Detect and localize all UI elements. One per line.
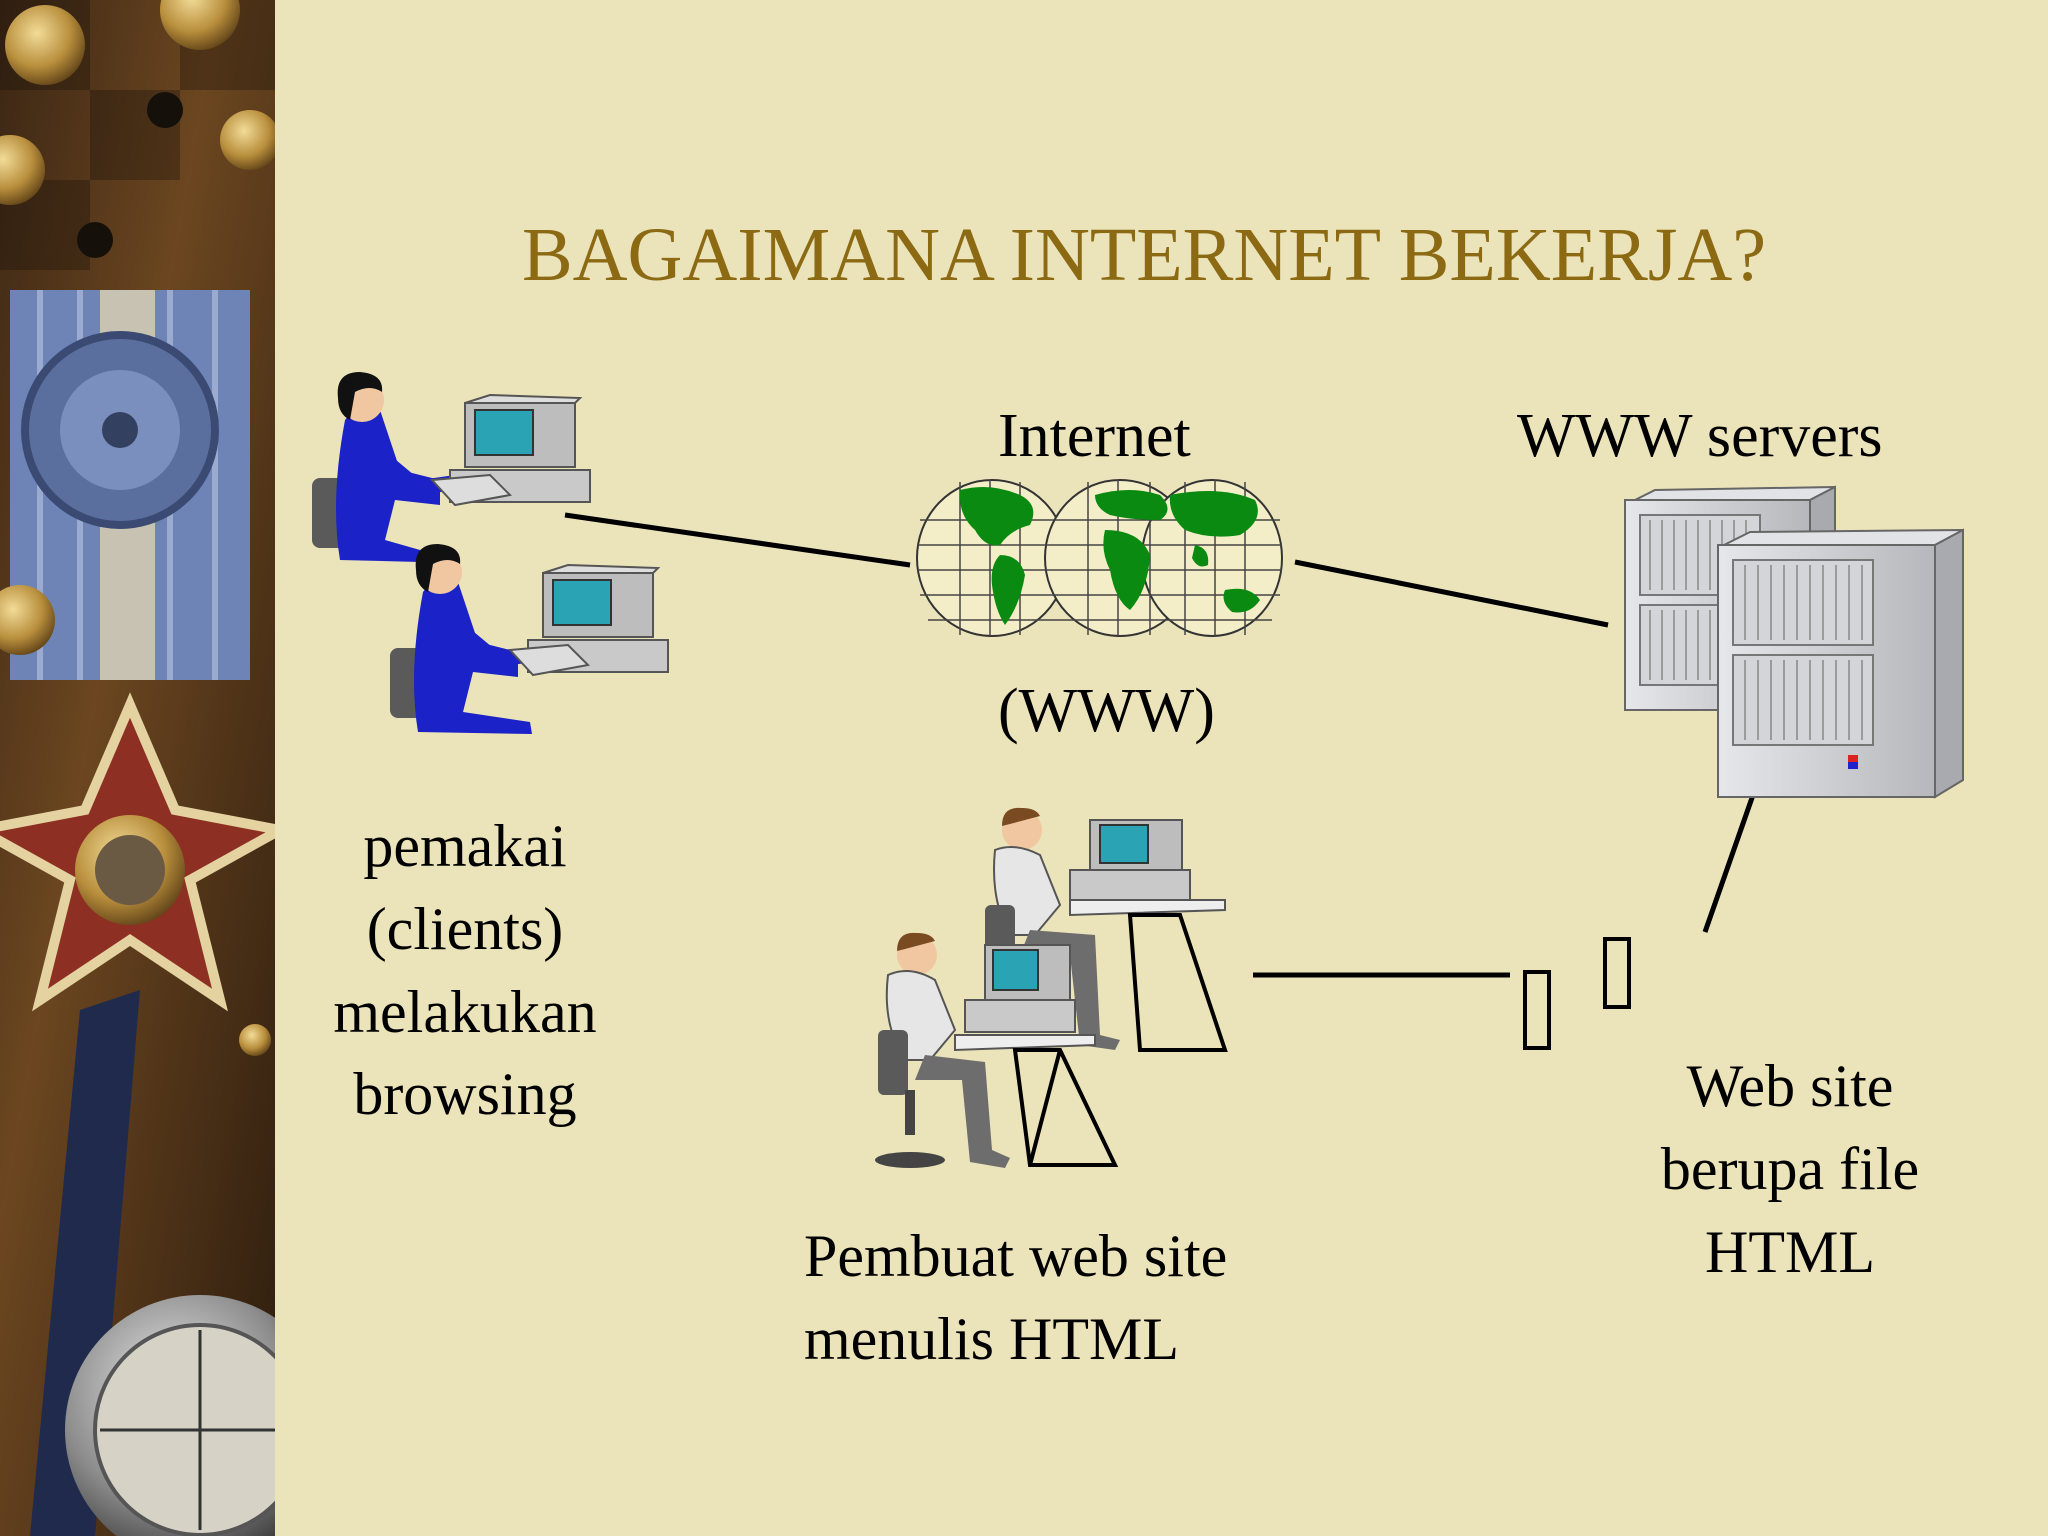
website-label: Web site berupa file HTML [1620,1045,1960,1293]
connector-clients-internet [564,512,911,568]
clients-label-line: browsing [353,1061,577,1128]
server-icon [1624,485,1964,799]
internet-label: Internet [998,402,1191,470]
medal-collage-icon [0,0,275,1536]
client-computer-icon [390,544,669,734]
client-computer-icon [312,372,591,562]
website-label-line: HTML [1705,1218,1875,1285]
www-label: (WWW) [998,677,1215,745]
slide-title: BAGAIMANA INTERNET BEKERJA? [521,213,1767,297]
creator-label-line: menulis HTML [804,1305,1179,1372]
creator-label-line: Pembuat web site [804,1223,1228,1289]
servers-label: WWW servers [1517,402,1883,470]
connector-internet-servers [1294,559,1609,628]
globe-icon [916,479,1283,637]
creator-label: Pembuat web site menulis HTML [804,1215,1364,1381]
website-label-line: Web site [1686,1053,1894,1119]
clients-label: pemakai (clients) melakukan browsing [300,805,630,1136]
clients-label-line: (clients) [366,895,564,962]
clients-label-line: pemakai [363,813,567,879]
missing-glyph-icon [1603,937,1631,1009]
clients-label-line: melakukan [333,978,597,1045]
connector-website-servers [1702,774,1763,933]
decorative-sidebar [0,0,275,1536]
website-label-line: berupa file [1660,1135,1920,1202]
missing-glyph-icon [1523,970,1551,1050]
developer-computer-icon [875,807,1228,1168]
